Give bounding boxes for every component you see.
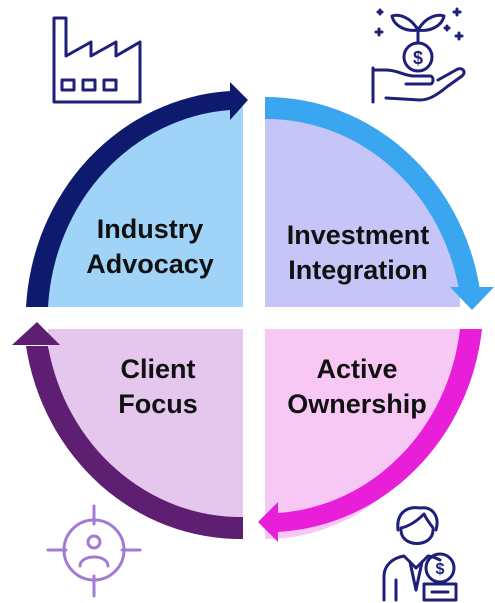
arrowhead-investment-integration <box>450 287 494 310</box>
quadrant-investment-integration <box>265 97 460 307</box>
money-plant-dollar-sign: $ <box>413 48 423 68</box>
quadrant-client-focus <box>48 329 243 539</box>
label-line: Active <box>316 354 398 384</box>
label-line: Focus <box>118 389 198 419</box>
label-line: Industry <box>96 214 204 244</box>
label-line: Investment <box>286 220 430 250</box>
label-industry-advocacy: Industry Advocacy <box>70 212 230 282</box>
arrow-band-industry-advocacy <box>26 91 230 307</box>
arrow-band-active-ownership <box>278 329 482 532</box>
label-line: Ownership <box>287 389 427 419</box>
label-line: Integration <box>288 255 428 285</box>
label-line: Client <box>120 354 196 384</box>
label-line: Advocacy <box>86 249 214 279</box>
target-person-icon <box>46 504 142 598</box>
arrowhead-active-ownership <box>258 502 278 542</box>
factory-icon <box>52 16 142 104</box>
arrowhead-industry-advocacy <box>230 82 248 120</box>
label-active-ownership: Active Ownership <box>272 352 442 422</box>
businessman-dollar-icon <box>382 506 458 602</box>
quadrant-active-ownership <box>265 329 460 539</box>
label-client-focus: Client Focus <box>78 352 238 422</box>
quadrant-industry-advocacy <box>48 97 243 307</box>
arrow-band-client-focus <box>26 346 243 540</box>
arrowhead-client-focus <box>12 322 60 345</box>
label-investment-integration: Investment Integration <box>268 218 448 288</box>
arrow-band-investment-integration <box>265 96 480 291</box>
money-plant-hand-icon <box>371 7 466 104</box>
businessman-dollar-sign: $ <box>436 561 445 578</box>
